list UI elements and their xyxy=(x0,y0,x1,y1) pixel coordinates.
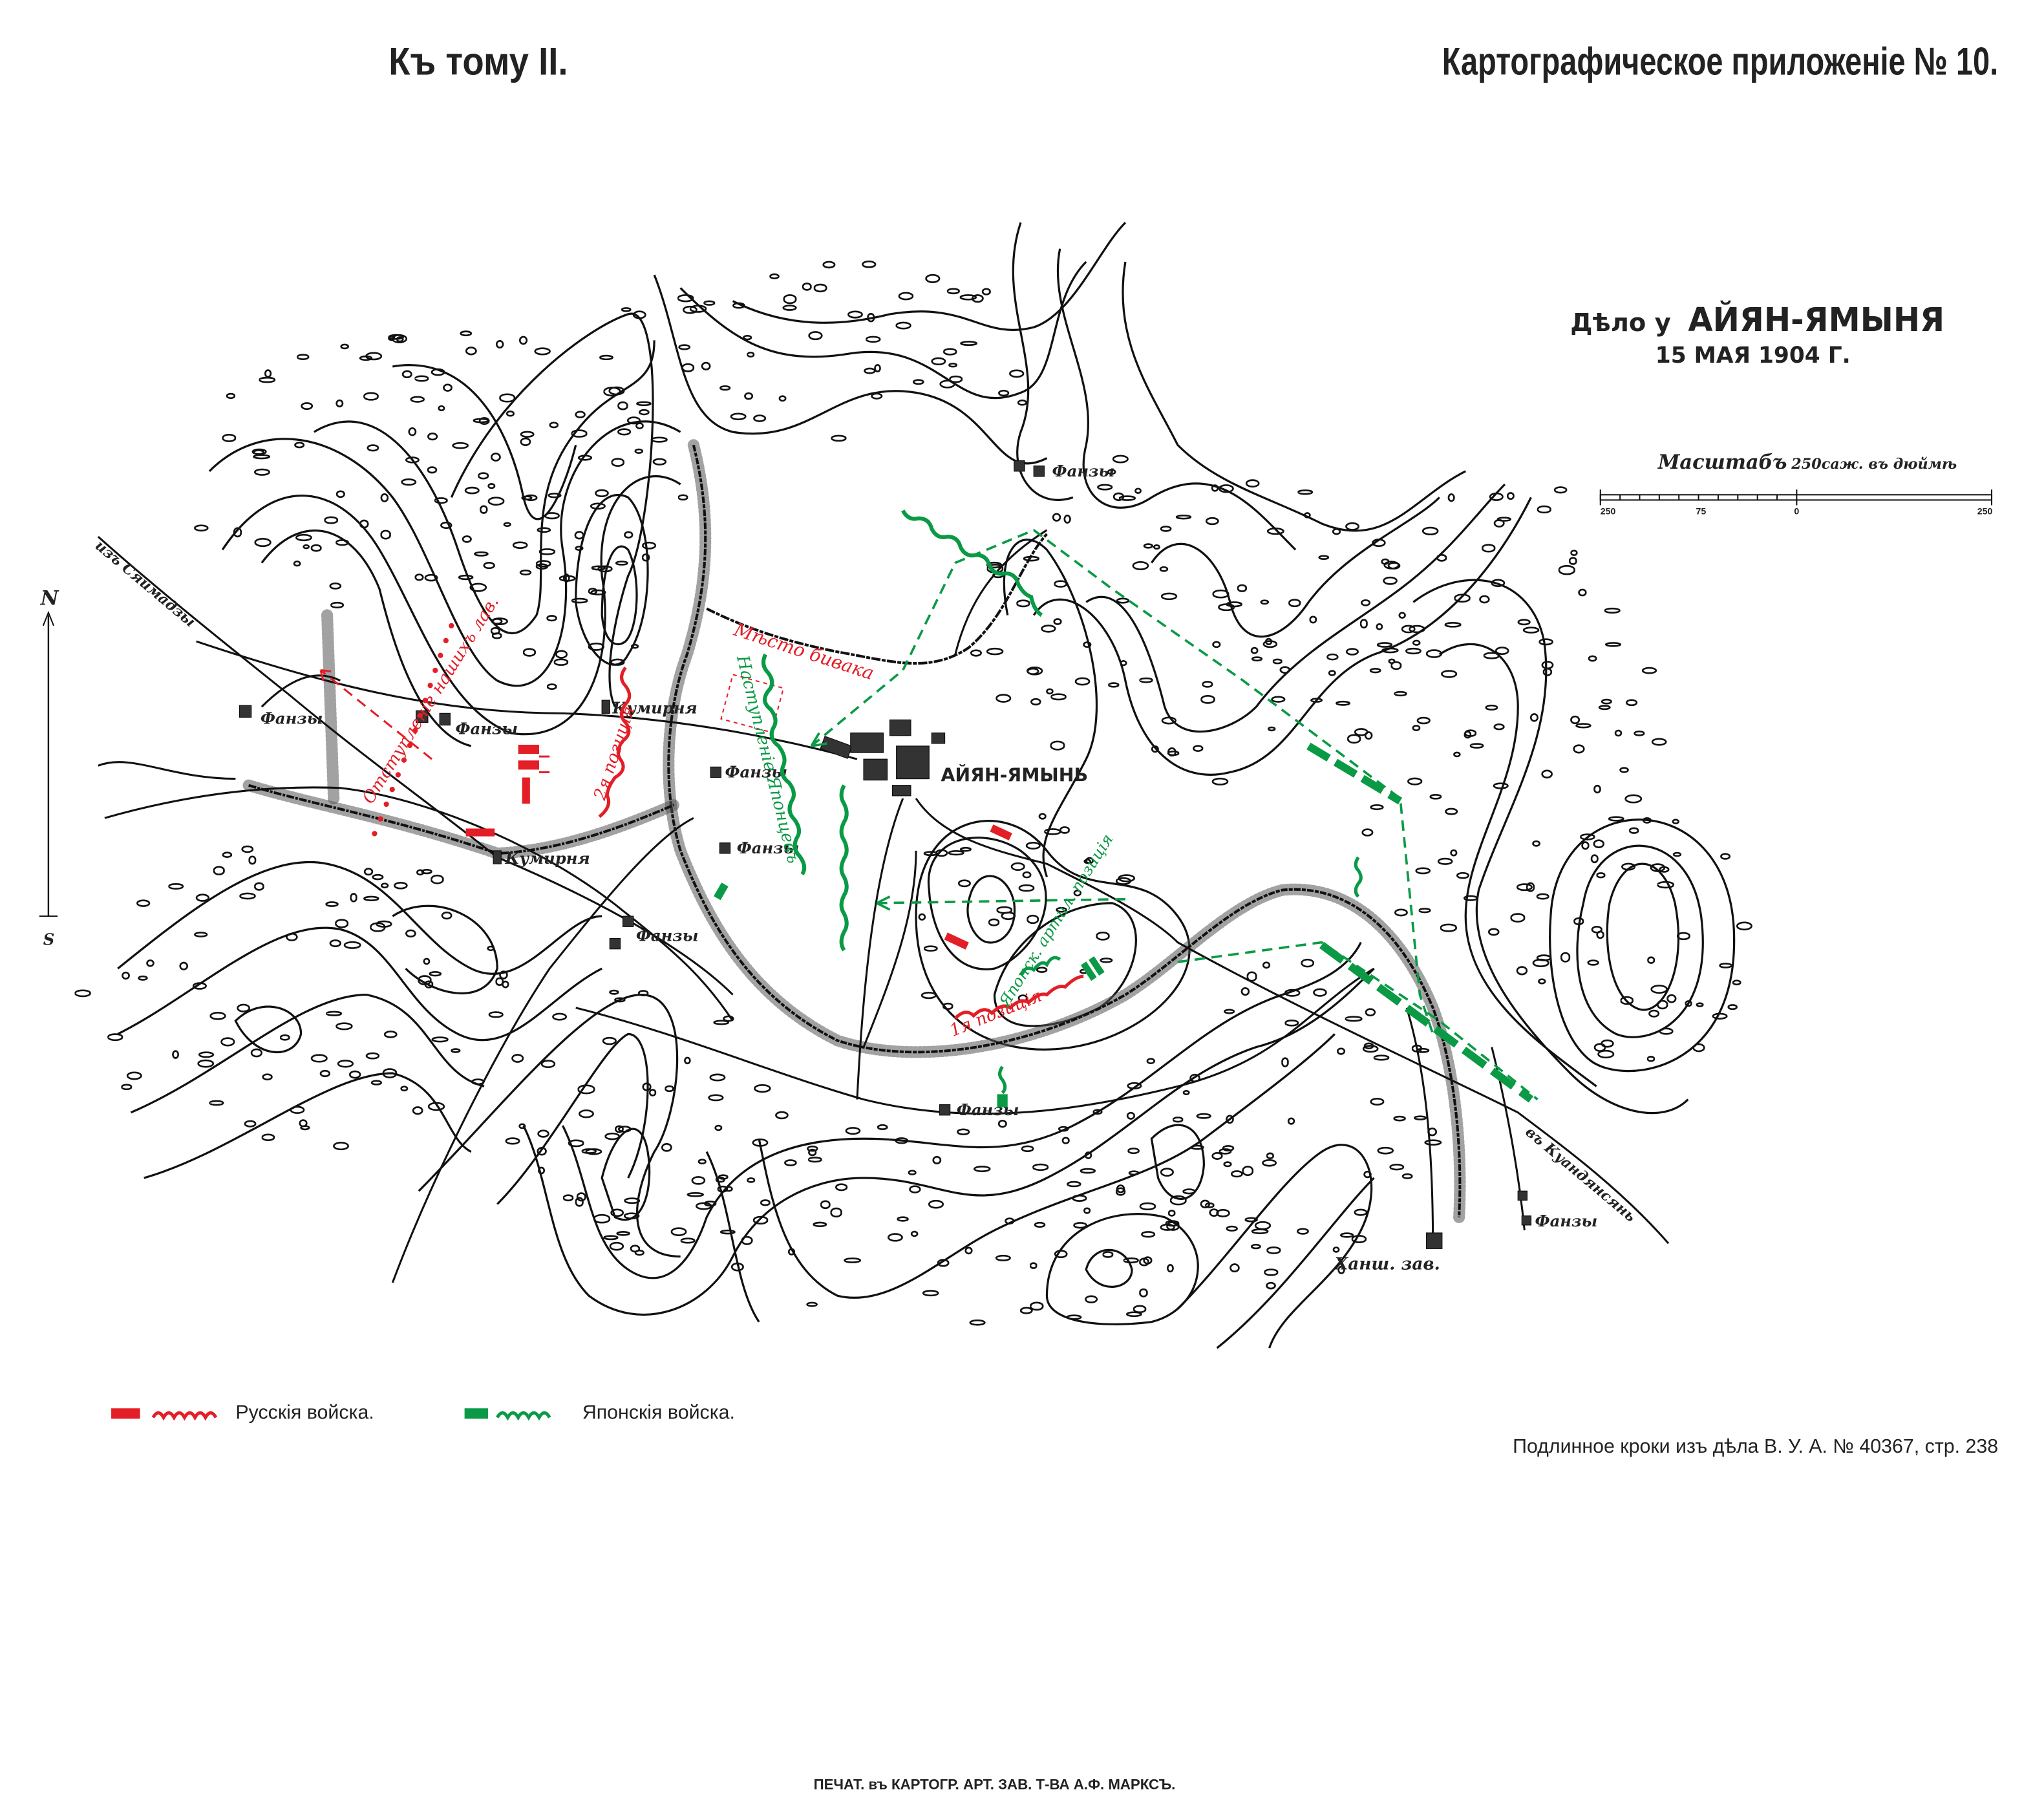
south-label: S xyxy=(43,930,55,949)
road-to-label: въ Куандянсянь xyxy=(1522,1124,1639,1226)
title-prefix: Дѣло у xyxy=(1570,308,1671,337)
legend-russian-swatch xyxy=(111,1408,140,1419)
scale-label-main: Масштабъ xyxy=(1657,451,1787,474)
north-label: N xyxy=(40,586,59,610)
fanzy-label: Фанзы xyxy=(636,926,699,945)
scale-label-rest: 250саж. въ дюймѣ xyxy=(1791,456,1957,473)
japanese-advance-label: Наступленіе Японцевъ xyxy=(732,653,803,866)
village-houses xyxy=(239,460,1532,1249)
north-arrow: N S xyxy=(39,586,59,949)
appendix-label: Картографическое приложеніе № 10. xyxy=(1442,39,1998,83)
russian-troops xyxy=(319,623,1084,1020)
legend-japanese-swatch xyxy=(464,1408,489,1419)
printer-imprint: ПЕЧАТ. въ КАРТОГР. АРТ. ЗАВ. Т-ВА А.Ф. М… xyxy=(814,1776,1176,1792)
contour-lines xyxy=(117,222,1736,1349)
fanzy-label: Фанзы xyxy=(1535,1212,1598,1230)
town-label: АЙЯН-ЯМЫНЬ xyxy=(941,764,1088,786)
legend: Русскія войска. Японскія войска. xyxy=(111,1402,735,1423)
scale-tick: 75 xyxy=(1696,507,1707,517)
japanese-troops xyxy=(714,509,1538,1107)
position-2-label: 2я позиція xyxy=(590,704,639,804)
fanzy-label: Фанзы xyxy=(261,709,323,728)
title-date: 15 МАЯ 1904 Г. xyxy=(1655,343,1851,369)
title-place: АЙЯН-ЯМЫНЯ xyxy=(1688,301,1944,339)
source-note: Подлинное кроки изъ дѣла В. У. А. № 4036… xyxy=(1513,1436,1998,1457)
kumirnya-label: Кумирня xyxy=(504,849,590,868)
fanzy-label: Фанзы xyxy=(455,720,518,738)
river xyxy=(242,439,1466,1223)
legend-japanese-label: Японскія войска. xyxy=(582,1402,735,1423)
scale-tick: 250 xyxy=(1601,507,1616,517)
legend-japanese-wave xyxy=(496,1411,551,1421)
scale-bar: Масштабъ 250саж. въ дюймѣ 250 75 0 250 xyxy=(1599,451,1993,517)
scale-tick: 0 xyxy=(1794,507,1799,517)
legend-russian-label: Русскія войска. xyxy=(235,1402,374,1423)
legend-russian-wave xyxy=(151,1411,218,1421)
retreat-label: Отступленіе нашихъ лав. xyxy=(359,593,503,807)
fanzy-label: Фанзы xyxy=(725,763,787,782)
scale-tick: 250 xyxy=(1977,507,1993,517)
fanzy-label: Фанзы xyxy=(1052,462,1115,480)
map-title: Дѣло у АЙЯН-ЯМЫНЯ 15 МАЯ 1904 Г. xyxy=(1570,301,1944,369)
road-from-label: изъ Сяимадзы xyxy=(92,537,198,630)
fanzy-label: Фанзы xyxy=(737,839,800,857)
volume-label: Къ тому II. xyxy=(389,39,568,83)
fanzy-label: Фанзы xyxy=(957,1100,1019,1119)
hanshin-factory-label: Ханш. зав. xyxy=(1334,1254,1440,1274)
